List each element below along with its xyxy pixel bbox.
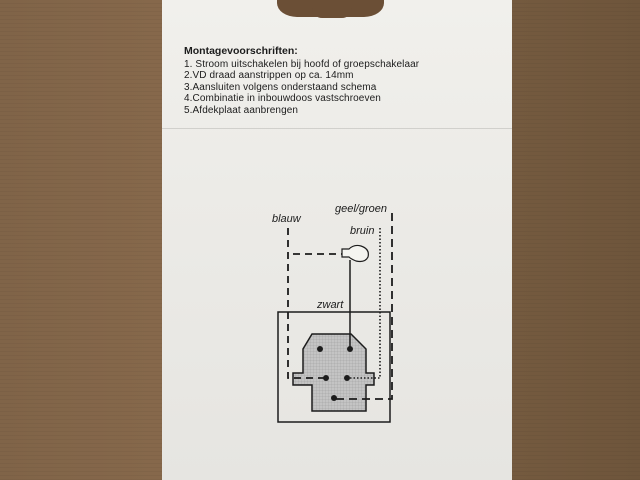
hang-hole-notch — [312, 8, 352, 18]
instructions-title: Montagevoorschriften: — [184, 45, 298, 57]
wiring-diagram: blauw geel/groen bruin zwart — [250, 195, 420, 430]
label-blauw: blauw — [272, 213, 301, 225]
label-geel-groen: geel/groen — [335, 203, 387, 215]
label-bruin: bruin — [350, 225, 375, 237]
lamp-icon — [341, 244, 369, 263]
instruction-step-2: 2.VD draad aanstrippen op ca. 14mm — [184, 70, 354, 81]
mounting-instructions: Montagevoorschriften: 1. Stroom uitschak… — [184, 45, 424, 116]
switch-body — [292, 333, 375, 412]
instruction-step-3: 3.Aansluiten volgens onderstaand schema — [184, 81, 377, 93]
instruction-step-5: 5.Afdekplaat aanbrengen — [184, 104, 299, 116]
wiring-diagram-graphic — [277, 213, 393, 423]
label-zwart: zwart — [317, 299, 344, 311]
instruction-step-1: 1. Stroom uitschakelen bij hoofd of groe… — [184, 58, 420, 70]
mounting-box-outline — [277, 311, 391, 423]
instruction-step-4: 4.Combinatie in inbouwdoos vastschroeven — [184, 93, 381, 104]
card-fold-line — [162, 128, 512, 129]
